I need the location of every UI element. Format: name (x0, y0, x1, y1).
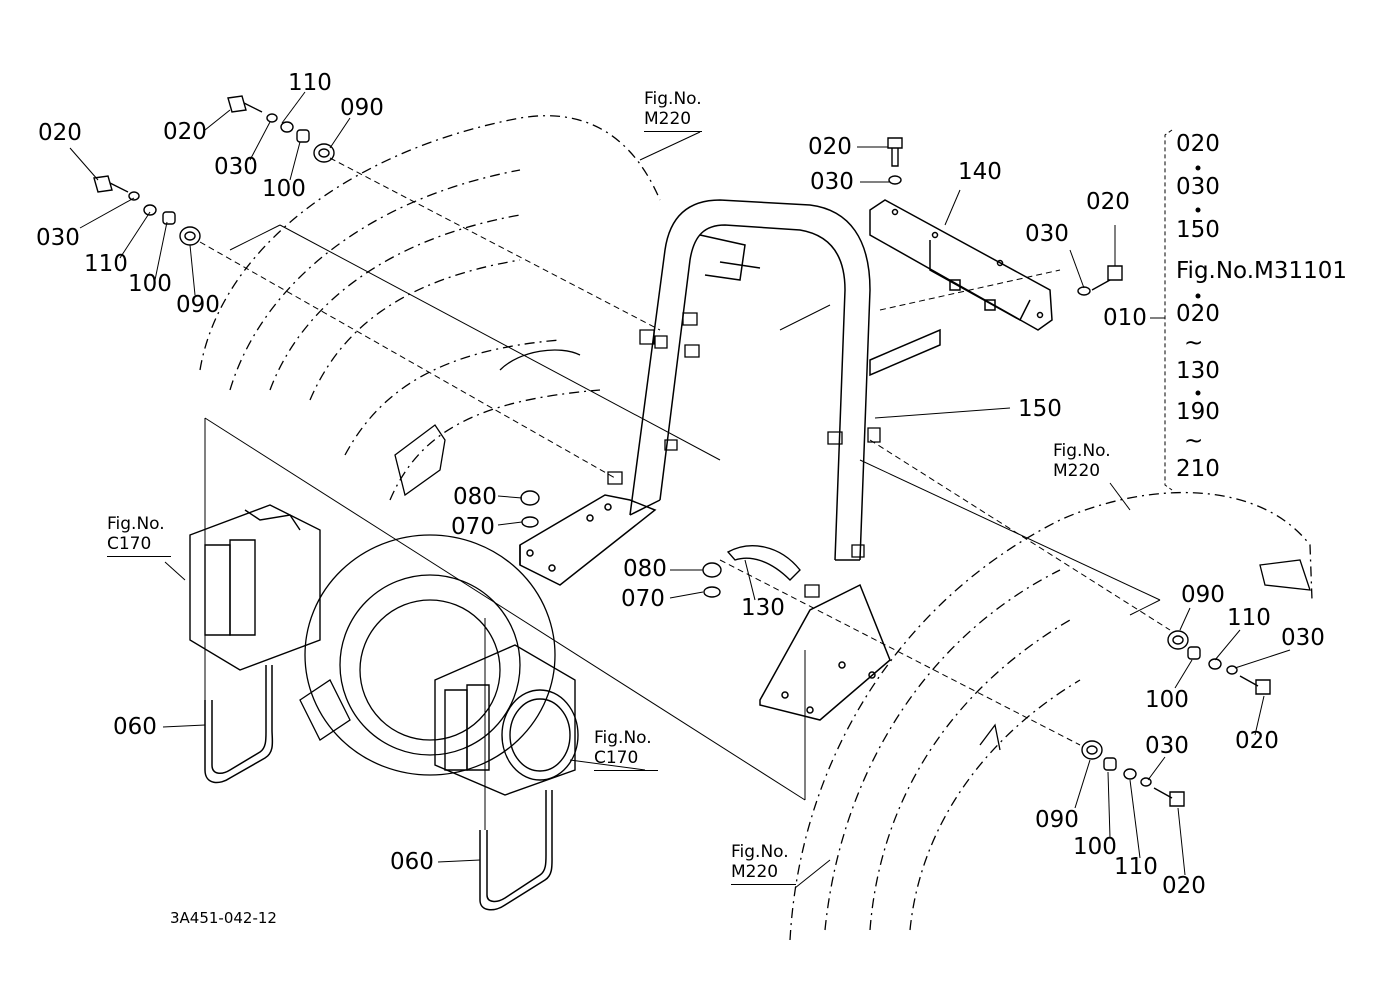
part-label-100: 100 (1073, 834, 1117, 860)
part-label-020: 020 (1086, 189, 1130, 215)
part-label-090: 090 (1181, 582, 1225, 608)
right-fender-outline (790, 493, 1312, 940)
part-label-030: 030 (1025, 221, 1069, 247)
part-label-060: 060 (113, 714, 157, 740)
part-label-080: 080 (623, 556, 667, 582)
part-label-070: 070 (621, 586, 665, 612)
assembly-item: 210 (1176, 456, 1220, 482)
bracket-140 (870, 200, 1052, 375)
part-label-090: 090 (340, 95, 384, 121)
assembly-item: ~ (1184, 330, 1204, 356)
left-fender-outline (200, 116, 660, 500)
fig-ref-c170-left: Fig.No. C170 (107, 514, 172, 557)
assembly-item: 130 (1176, 358, 1220, 384)
part-label-080: 080 (453, 484, 497, 510)
rops-left-foot (520, 495, 655, 585)
part-label-100: 100 (128, 271, 172, 297)
u-bolt-right (480, 790, 552, 910)
part-label-150: 150 (1018, 396, 1062, 422)
part-label-020: 020 (38, 120, 82, 146)
part-label-030: 030 (36, 225, 80, 251)
part-label-010: 010 (1103, 305, 1147, 331)
part-label-140: 140 (958, 159, 1002, 185)
assembly-list-dots (1195, 165, 1201, 396)
assembly-item: 020 (1176, 301, 1220, 327)
left-axle-housing (300, 535, 555, 775)
part-label-090: 090 (1035, 807, 1079, 833)
part-label-100: 100 (262, 176, 306, 202)
u-bolt-left (205, 665, 272, 783)
part-label-030: 030 (1281, 625, 1325, 651)
assembly-item: ~ (1184, 428, 1204, 454)
part-label-030: 030 (214, 154, 258, 180)
part-label-020: 020 (1235, 728, 1279, 754)
assembly-item: 190 (1176, 399, 1220, 425)
drawing-code: 3A451-042-12 (170, 909, 277, 927)
rops-right-foot (760, 585, 890, 720)
fig-ref-c170-right: Fig.No. C170 (594, 728, 659, 771)
part-label-100: 100 (1145, 687, 1189, 713)
part-label-110: 110 (1227, 605, 1271, 631)
fig-ref-m220-top: Fig.No. M220 (644, 89, 702, 132)
part-label-070: 070 (451, 514, 495, 540)
part-label-030: 030 (1145, 733, 1189, 759)
rops-brackets (608, 313, 880, 597)
left-inner-arch (395, 350, 580, 495)
assembly-item: 020 (1176, 131, 1220, 157)
rops-frame (630, 200, 870, 560)
leader-lines (70, 92, 1290, 888)
part-label-060: 060 (390, 849, 434, 875)
part-label-110: 110 (288, 70, 332, 96)
fig-ref-m220-bottom: Fig.No. M220 (731, 842, 797, 885)
assembly-item: 150 (1176, 217, 1220, 243)
left-weight-block (190, 505, 320, 670)
part-label-090: 090 (176, 292, 220, 318)
right-weight-block (435, 645, 578, 795)
part-label-020: 020 (163, 119, 207, 145)
part-label-130: 130 (741, 595, 785, 621)
part-label-020: 020 (808, 134, 852, 160)
part-label-020: 020 (1162, 873, 1206, 899)
assembly-item: Fig.No.M31101 (1176, 258, 1348, 284)
fig-ref-m220-right: Fig.No. M220 (1053, 441, 1111, 482)
frame-lines (205, 225, 1160, 830)
right-inner-arch (980, 560, 1310, 750)
fasteners (94, 96, 1270, 806)
part-label-110: 110 (1114, 854, 1158, 880)
part-label-110: 110 (84, 251, 128, 277)
assembly-item: 030 (1176, 174, 1220, 200)
alignment-lines (200, 158, 1170, 745)
part-label-030: 030 (810, 169, 854, 195)
